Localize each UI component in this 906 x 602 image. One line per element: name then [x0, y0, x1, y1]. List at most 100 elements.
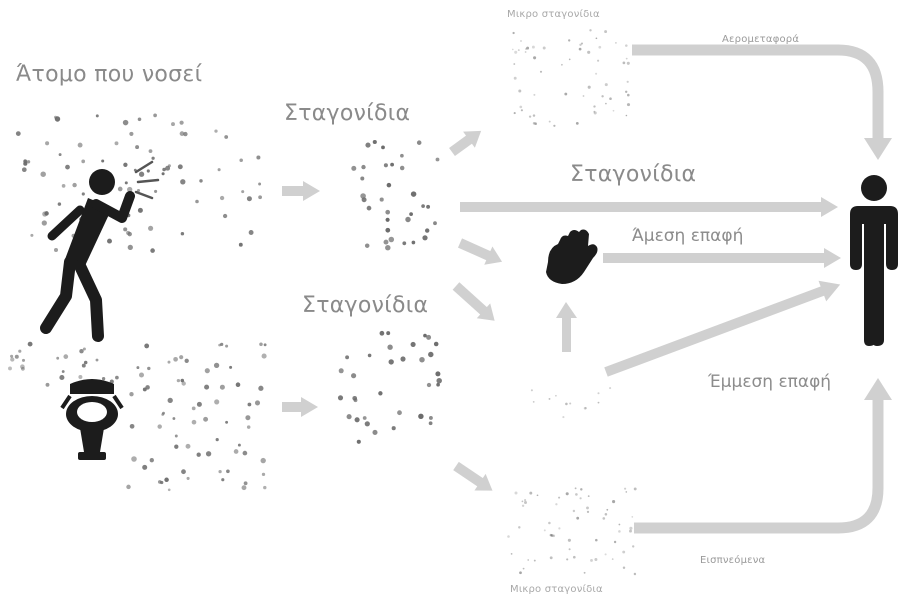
droplet [519, 571, 522, 575]
droplet [346, 414, 352, 420]
droplets-label-top: Σταγονίδια [284, 101, 411, 126]
droplet [213, 362, 220, 369]
droplet [518, 89, 522, 93]
droplet [30, 233, 34, 237]
droplet [81, 192, 85, 196]
droplet [580, 488, 583, 491]
arrow-toilet-to-droplets [282, 397, 318, 417]
droplet [550, 534, 554, 537]
droplet [145, 385, 150, 390]
droplet [129, 423, 135, 429]
droplet [127, 186, 133, 193]
droplet [241, 485, 247, 491]
droplet [584, 406, 587, 410]
droplet [609, 97, 612, 100]
droplet [631, 516, 634, 518]
droplet [569, 402, 572, 405]
droplet [372, 139, 377, 145]
micro-droplets-bottom [507, 487, 637, 576]
droplet [399, 165, 405, 171]
droplet [21, 167, 27, 173]
droplet-clusters [8, 29, 637, 576]
arrow-direct-contact [603, 248, 841, 268]
droplet [425, 228, 430, 233]
droplet [411, 240, 416, 245]
droplet [612, 500, 616, 504]
droplet [597, 401, 600, 404]
droplet [8, 366, 12, 371]
droplet [605, 102, 607, 105]
droplet [378, 391, 383, 396]
droplet [421, 204, 425, 208]
droplet [59, 374, 65, 381]
droplet [204, 368, 210, 374]
droplet [167, 164, 171, 168]
droplet [179, 131, 185, 136]
droplet [532, 114, 536, 117]
droplet [543, 529, 546, 532]
droplet [580, 42, 584, 45]
droplet [386, 331, 391, 336]
inhaled-arrowhead [864, 378, 892, 400]
droplet [568, 39, 571, 42]
droplet [215, 438, 219, 442]
droplet [514, 491, 518, 495]
droplet [115, 375, 119, 380]
droplet [564, 92, 568, 96]
droplet [242, 450, 248, 456]
arrows [282, 44, 892, 534]
droplet [131, 456, 137, 462]
droplet [387, 344, 393, 350]
droplet [148, 149, 153, 153]
droplet [167, 397, 173, 404]
droplet [428, 421, 433, 426]
droplet [176, 378, 181, 383]
droplet [21, 366, 25, 371]
droplet [260, 457, 266, 464]
droplet [225, 344, 229, 348]
droplet [520, 40, 522, 42]
droplet [606, 508, 609, 511]
droplet [136, 366, 140, 370]
droplet [629, 529, 632, 533]
droplet [518, 526, 521, 529]
droplet [511, 48, 514, 51]
droplet [61, 184, 66, 188]
droplet [579, 43, 582, 46]
micro-droplets-top [511, 29, 631, 127]
droplet [235, 382, 241, 388]
droplet [510, 553, 513, 555]
droplet [360, 176, 365, 181]
droplet [513, 112, 516, 115]
droplet [590, 558, 593, 562]
droplet [524, 499, 527, 502]
droplet [548, 397, 551, 400]
micro-droplets-label-top: Μικρο σταγονίδια [507, 9, 600, 20]
droplet [400, 356, 406, 362]
droplet [624, 487, 627, 490]
droplet [423, 333, 427, 338]
droplet [154, 189, 158, 193]
droplet [18, 349, 22, 353]
droplet [622, 566, 626, 569]
droplet [400, 153, 404, 158]
droplet [572, 509, 576, 513]
droplet [95, 114, 99, 118]
droplet [26, 160, 31, 164]
droplet [567, 538, 571, 542]
droplet [243, 481, 248, 486]
droplet [519, 105, 523, 109]
droplet [512, 31, 515, 35]
droplet [521, 504, 525, 507]
droplet [372, 429, 378, 435]
arrow-droplets-direct [460, 197, 838, 217]
droplet [195, 199, 199, 204]
droplet [256, 155, 261, 160]
droplet [531, 45, 535, 49]
droplet [526, 46, 530, 50]
droplet [351, 165, 357, 171]
droplet [14, 354, 19, 359]
droplet [426, 382, 432, 388]
droplets-cluster-middle [337, 330, 442, 444]
droplet [191, 419, 197, 425]
